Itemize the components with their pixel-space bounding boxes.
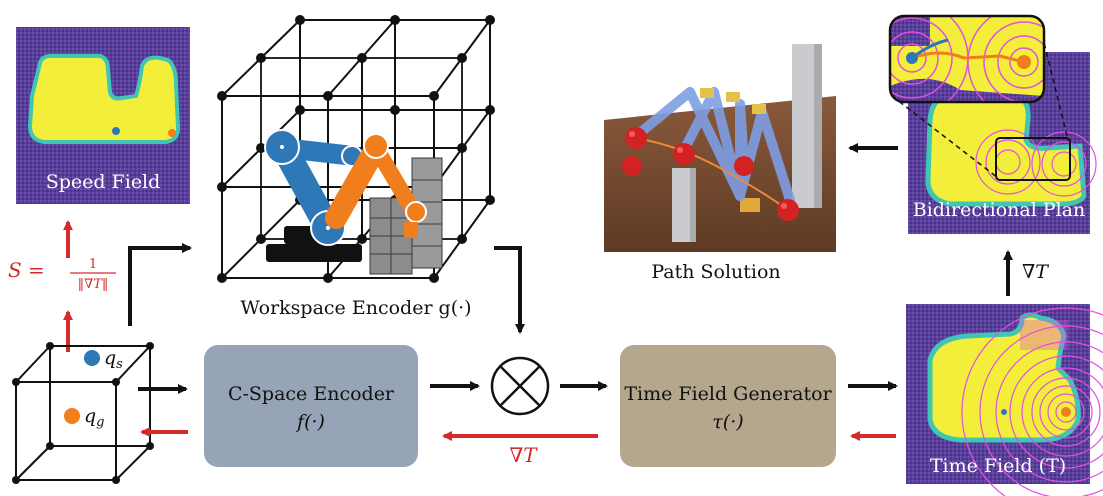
cspace-encoder-block: C-Space Encoder f(·) bbox=[204, 345, 418, 467]
speed-field-free-space bbox=[27, 53, 181, 144]
pillar-left bbox=[672, 168, 694, 242]
speed-formula: S = 1 ‖∇T‖ bbox=[8, 257, 116, 292]
q-start-dot bbox=[84, 350, 100, 366]
time-field-start-dot bbox=[1001, 409, 1007, 415]
speed-formula-lhs: S = bbox=[8, 258, 45, 282]
cspace-encoder-func: f(·) bbox=[295, 411, 325, 433]
time-field-generator-block: Time Field Generator τ(·) bbox=[620, 345, 836, 467]
plan-zoom-bubble bbox=[888, 14, 1046, 104]
path-solution-render bbox=[604, 44, 836, 252]
arrow-cube-to-workspace bbox=[128, 243, 192, 326]
speed-field-label: Speed Field bbox=[46, 171, 161, 193]
grad-t-right-label: ∇T bbox=[1022, 261, 1049, 283]
configuration-cube bbox=[15, 345, 151, 481]
workspace-encoder-label: Workspace Encoder g(·) bbox=[240, 297, 471, 319]
cspace-encoder-label: C-Space Encoder bbox=[228, 383, 395, 405]
time-field-generator-label: Time Field Generator bbox=[624, 383, 832, 405]
product-operator bbox=[490, 356, 550, 416]
speed-formula-den: ‖∇T‖ bbox=[78, 277, 109, 292]
bidirectional-plan-label: Bidirectional Plan bbox=[913, 199, 1086, 221]
start-dot bbox=[112, 127, 120, 135]
svg-text:qg: qg bbox=[84, 405, 105, 430]
time-field-label: Time Field (T) bbox=[930, 455, 1066, 477]
robot-arm-orange bbox=[325, 133, 427, 238]
time-field-generator-func: τ(·) bbox=[712, 411, 743, 433]
arrow-workspace-to-product bbox=[494, 246, 525, 334]
plan-zoom-region bbox=[995, 137, 1071, 181]
time-field-goal-dot bbox=[1061, 407, 1071, 417]
path-solution-label: Path Solution bbox=[651, 261, 780, 283]
q-goal-dot bbox=[64, 408, 80, 424]
robot-arm-blue bbox=[264, 129, 364, 246]
grad-t-bottom-label: ∇T bbox=[509, 443, 538, 467]
speed-formula-num: 1 bbox=[89, 257, 97, 272]
svg-text:qs: qs bbox=[104, 347, 123, 372]
speed-field-panel: Speed Field bbox=[16, 27, 190, 204]
time-field-panel: Time Field (T) bbox=[906, 304, 1103, 496]
goal-dot bbox=[168, 129, 176, 137]
